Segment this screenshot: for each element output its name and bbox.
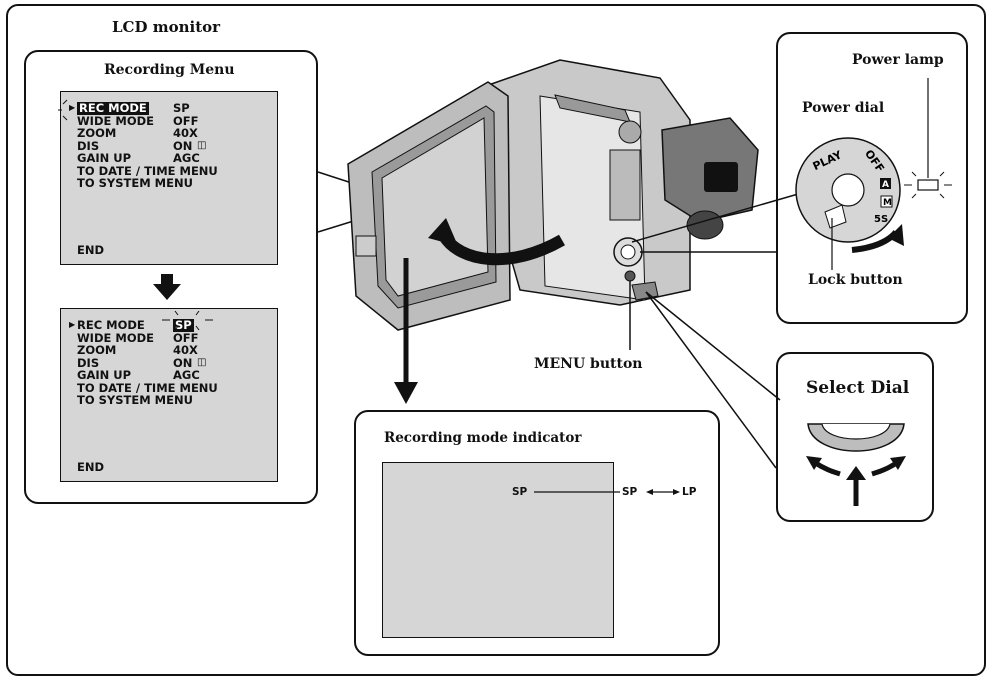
menu-value-wide-mode: OFF [173, 330, 199, 345]
diagram-frame [6, 4, 986, 676]
svg-text:M: M [883, 198, 892, 208]
stabilizer-icon: ◫ [197, 139, 207, 151]
menu-label-gain-up: GAIN UP [77, 368, 132, 382]
callout-line [645, 291, 781, 401]
select-dial-label: Select Dial [806, 378, 910, 398]
lock-button-label: Lock button [808, 272, 903, 288]
menu-value-rec-mode: SP [173, 101, 190, 115]
double-arrow-icon [646, 489, 680, 495]
menu-label-zoom: ZOOM [77, 126, 117, 140]
down-arrow-icon [394, 382, 418, 404]
menu-label-gain-up: GAIN UP [77, 151, 132, 165]
camcorder-illustration [347, 59, 759, 331]
recording-mode-indicator-title: Recording mode indicator [384, 430, 582, 446]
power-lamp-label: Power lamp [852, 52, 944, 68]
recording-menu-title: Recording Menu [104, 62, 235, 78]
menu-value-dis: ON [173, 355, 193, 370]
menu-label-wide-mode: WIDE MODE [77, 113, 154, 128]
stabilizer-icon: ◫ [197, 356, 207, 368]
menu-end-label: END [77, 243, 105, 257]
cursor-arrow-icon: ▶ [69, 320, 76, 329]
svg-text:5S: 5S [874, 214, 888, 225]
indicator-screen [382, 462, 614, 638]
menu-label-date-time: TO DATE / TIME MENU [77, 380, 218, 395]
menu-button-label: MENU button [534, 356, 643, 372]
callout-line [645, 291, 777, 469]
menu-label-date-time: TO DATE / TIME MENU [77, 163, 218, 178]
rotate-arrow-head-icon [888, 224, 904, 246]
down-arrow-icon [153, 274, 181, 300]
menu-value-zoom: 40X [173, 126, 198, 140]
menu-label-wide-mode: WIDE MODE [77, 330, 154, 345]
menu-label-rec-mode: REC MODE [77, 318, 145, 332]
menu-label-system: TO SYSTEM MENU [77, 393, 193, 407]
rotate-arrow-head-icon [428, 218, 458, 246]
menu-label-zoom: ZOOM [77, 343, 117, 357]
power-dial-icon: PLAY OFF A M 5S [795, 137, 901, 243]
power-dial-label: Power dial [802, 100, 885, 116]
menu-label-dis: DIS [77, 355, 100, 370]
cursor-arrow-icon: ▶ [69, 103, 76, 112]
lcd-monitor-title: LCD monitor [112, 18, 221, 36]
svg-text:A: A [882, 180, 889, 190]
menu-label-dis: DIS [77, 138, 100, 153]
menu-label-rec-mode-selected: REC MODE [77, 101, 149, 115]
menu-label-system: TO SYSTEM MENU [77, 176, 193, 190]
menu-value-gain-up: AGC [173, 368, 200, 382]
menu-value-wide-mode: OFF [173, 113, 199, 128]
menu-screen-before: ▶ REC MODE SP WIDE MODE OFF ZOOM 40X DIS… [60, 91, 278, 265]
indicator-toggle-to: LP [682, 486, 697, 498]
blink-marks-icon [58, 99, 68, 121]
menu-value-rec-mode-selected: SP [173, 318, 194, 332]
menu-value-gain-up: AGC [173, 151, 200, 165]
menu-value-zoom: 40X [173, 343, 198, 357]
indicator-toggle-from: SP [622, 486, 638, 498]
callout-line [631, 189, 813, 243]
indicator-current-mode: SP [512, 486, 528, 498]
menu-value-dis: ON [173, 138, 193, 153]
menu-screen-after: ▶ REC MODE SP WIDE MODE OFF ZOOM 40X DIS… [60, 308, 278, 482]
menu-end-label: END [77, 460, 105, 474]
power-lamp-icon [904, 78, 952, 199]
select-dial-icon [806, 423, 906, 506]
blink-marks-icon [162, 310, 213, 331]
